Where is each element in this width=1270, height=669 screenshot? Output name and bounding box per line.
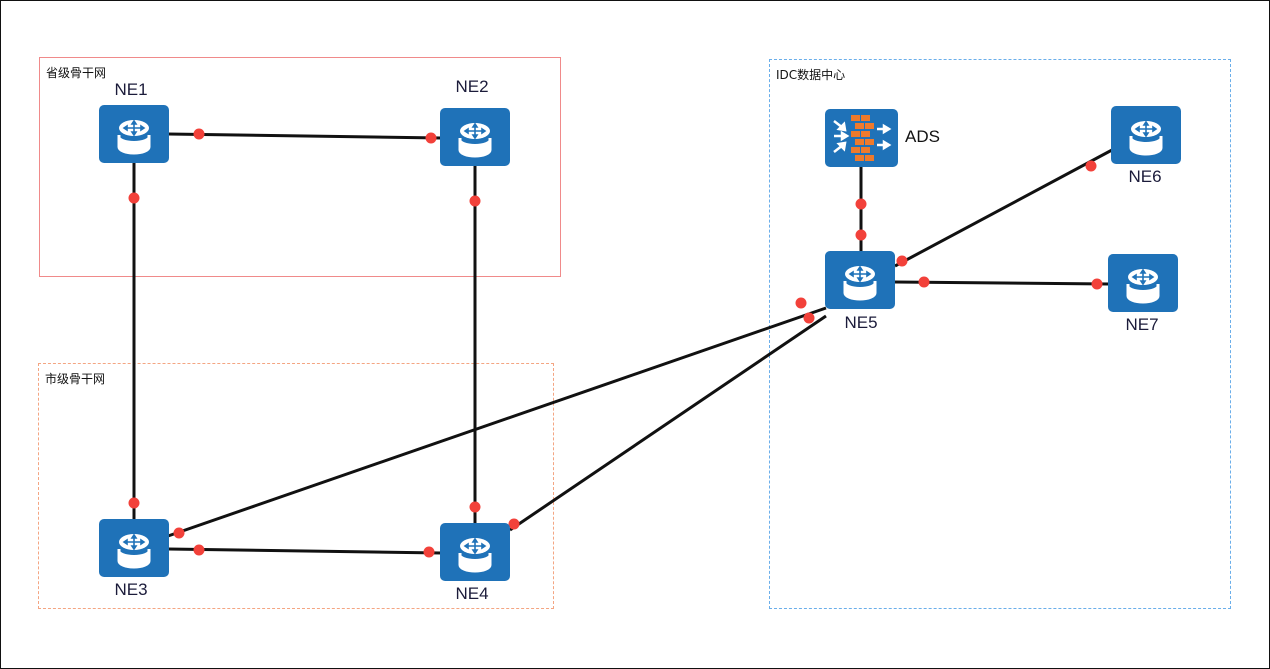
zone-idc-datacenter[interactable]: IDC数据中心 (769, 59, 1231, 609)
firewall-icon (833, 115, 892, 161)
port-dot-ne2[interactable] (425, 132, 437, 144)
link-ne1-ne2[interactable] (167, 132, 442, 140)
port-dot-ne5[interactable] (918, 276, 930, 288)
port-dot-ne2[interactable] (469, 195, 481, 207)
link-ne3-ne4[interactable] (167, 547, 442, 555)
port-dot-ne5[interactable] (795, 297, 807, 309)
node-label-ne3: NE3 (114, 580, 148, 599)
port-dot-ne3[interactable] (193, 544, 205, 556)
port-dot-ne4[interactable] (508, 518, 520, 530)
node-ne4[interactable] (440, 523, 510, 581)
port-dot-ne3[interactable] (128, 497, 140, 509)
node-ne6[interactable] (1111, 106, 1181, 164)
node-ne3[interactable] (99, 519, 169, 577)
port-dot-ne5[interactable] (896, 255, 908, 267)
port-dot-ne4[interactable] (423, 546, 435, 558)
link-ne4-ne5[interactable] (509, 314, 827, 532)
port-dot-ne6[interactable] (1085, 160, 1097, 172)
port-dot-ne7[interactable] (1091, 278, 1103, 290)
zone-provincial-backbone[interactable]: 省级骨干网 (39, 57, 561, 277)
node-ne7[interactable] (1108, 254, 1178, 312)
node-ne5[interactable] (825, 251, 895, 309)
router-icon (458, 122, 492, 158)
port-dot-ads[interactable] (855, 198, 867, 210)
zone-city-backbone[interactable]: 市级骨干网 (38, 363, 554, 609)
link-ne5-ne7[interactable] (894, 280, 1110, 286)
router-icon (1129, 120, 1163, 156)
node-label-ne2: NE2 (455, 77, 489, 96)
node-ne1[interactable] (99, 105, 169, 163)
port-dot-ne4[interactable] (469, 501, 481, 513)
link-ne3-ne5[interactable] (167, 306, 827, 538)
port-dot-ne1[interactable] (128, 192, 140, 204)
zone-label: 市级骨干网 (45, 372, 106, 386)
node-label-ne7: NE7 (1125, 315, 1159, 334)
zone-label: IDC数据中心 (776, 68, 846, 82)
node-label-ne4: NE4 (455, 584, 489, 603)
zone-label: 省级骨干网 (46, 66, 107, 80)
router-icon (843, 265, 877, 301)
port-dot-ne1[interactable] (193, 128, 205, 140)
router-icon (117, 533, 151, 569)
router-icon (1126, 268, 1160, 304)
port-dot-ne3[interactable] (173, 527, 185, 539)
link-ne5-ne6[interactable] (894, 148, 1113, 268)
node-label-ne1: NE1 (114, 80, 148, 99)
node-label-ads: ADS (905, 127, 940, 146)
node-label-ne5: NE5 (844, 313, 878, 332)
router-icon (458, 537, 492, 573)
node-label-ne6: NE6 (1128, 167, 1162, 186)
port-dot-ne5[interactable] (855, 229, 867, 241)
node-ads-firewall[interactable] (825, 109, 898, 167)
router-icon (117, 119, 151, 155)
port-dot-ne5[interactable] (803, 312, 815, 324)
node-ne2[interactable] (440, 108, 510, 166)
